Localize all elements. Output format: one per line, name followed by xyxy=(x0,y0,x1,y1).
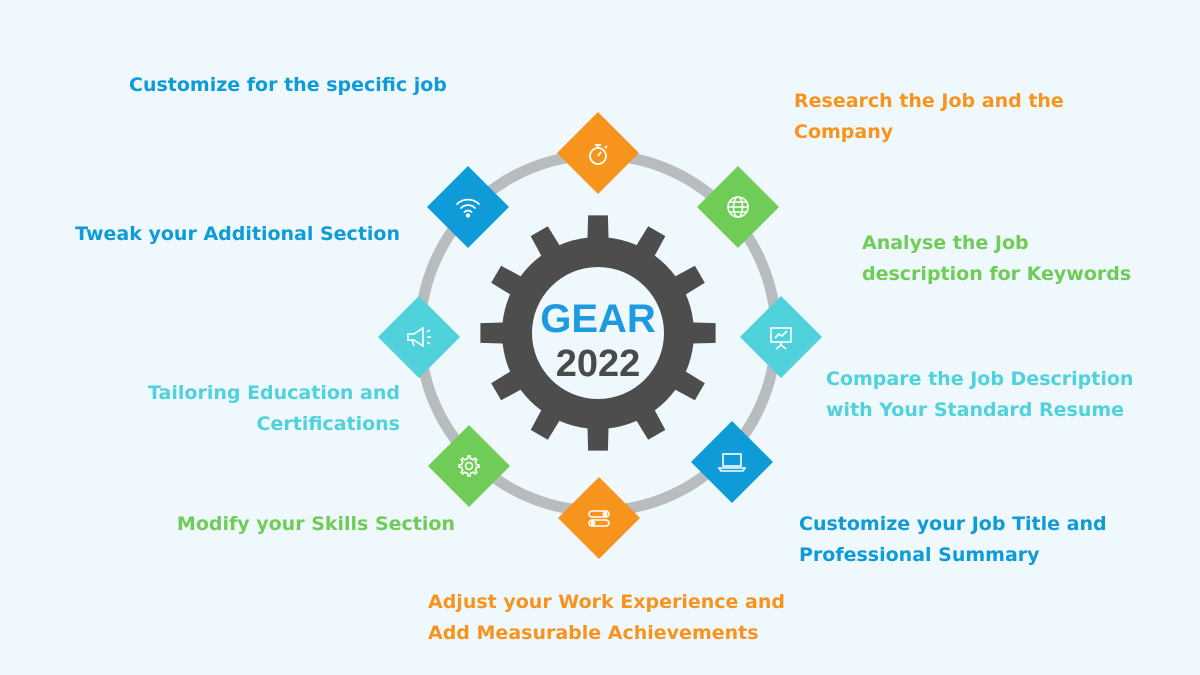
step-research-label: Research the Job and the Company xyxy=(794,90,1064,143)
step-tweak-additional-label: Tweak your Additional Section xyxy=(75,223,400,245)
step-customize-title-label: Customize your Job Title and Professiona… xyxy=(799,513,1107,566)
step-modify-skills-label: Modify your Skills Section xyxy=(176,513,455,535)
megaphone-icon xyxy=(407,326,431,348)
step-modify-skills-diamond xyxy=(427,424,511,508)
globe-icon xyxy=(727,196,749,218)
step-compare-label: Compare the Job Description with Your St… xyxy=(826,368,1134,421)
step-analyse-diamond xyxy=(696,165,780,249)
presentation-board-icon xyxy=(770,327,792,350)
gear-icon xyxy=(458,455,480,477)
step-tweak-additional-diamond xyxy=(426,165,510,249)
step-tailoring-education-label: Tailoring Education and Certifications xyxy=(148,382,400,435)
step-tailoring-education-diamond xyxy=(377,295,461,379)
step-adjust-experience-diamond xyxy=(557,476,641,560)
step-customize-job-label: Customize for the specific job xyxy=(129,74,447,96)
toggle-switch-icon xyxy=(588,510,610,527)
center-title: GEAR xyxy=(540,297,656,341)
laptop-icon xyxy=(717,453,747,472)
gear-hub xyxy=(532,267,664,399)
stopwatch-icon xyxy=(589,144,608,165)
wifi-icon xyxy=(456,198,480,218)
step-customize-title-diamond xyxy=(690,420,774,504)
step-research-diamond xyxy=(556,111,640,195)
step-adjust-experience-label: Adjust your Work Experience and Add Meas… xyxy=(428,591,785,644)
step-analyse-label: Analyse the Job description for Keywords xyxy=(862,232,1132,285)
step-compare-diamond xyxy=(739,295,823,379)
center-year: 2022 xyxy=(556,343,641,385)
